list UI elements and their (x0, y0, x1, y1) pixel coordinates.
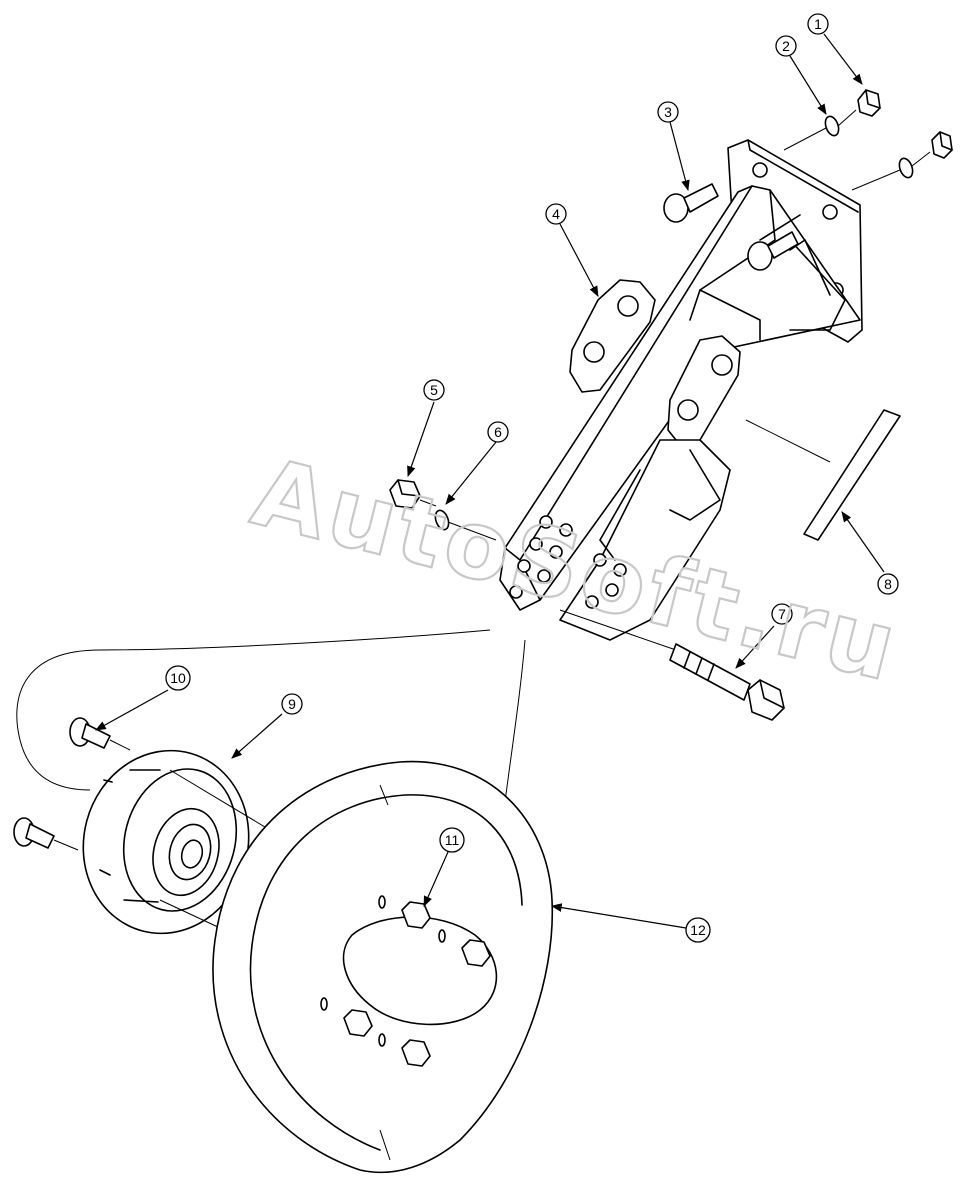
adjustment-holes (509, 515, 627, 609)
callout-12: 12 (685, 917, 711, 943)
callout-6: 6 (487, 421, 509, 443)
callout-7: 7 (771, 603, 793, 625)
callout-label: 11 (445, 832, 460, 848)
callout-label: 10 (170, 670, 186, 686)
lock-washer-part-2 (783, 109, 931, 191)
callout-label: 12 (690, 922, 706, 938)
hex-bolt-part-7 (559, 609, 785, 721)
callout-11: 11 (439, 827, 465, 853)
callout-9: 9 (281, 693, 303, 715)
callout-label: 1 (814, 16, 822, 32)
rod-part-8 (745, 409, 901, 541)
bracket-arm (499, 139, 863, 641)
callout-5: 5 (423, 379, 445, 401)
callout-label: 9 (288, 696, 296, 712)
lock-washer-part-6 (434, 509, 497, 541)
callout-3: 3 (657, 101, 679, 123)
callout-label: 8 (884, 576, 892, 592)
callout-4: 4 (545, 203, 567, 225)
carriage-bolt-part-3 (663, 183, 799, 271)
callout-8: 8 (877, 573, 899, 595)
nut-part-1 (857, 89, 953, 159)
ear-hole (583, 341, 605, 363)
hub-part-9 (82, 749, 250, 935)
callout-label: 2 (782, 38, 790, 54)
callout-label: 3 (664, 104, 672, 120)
callout-label: 4 (552, 206, 560, 222)
disc-blade-part-12 (212, 760, 554, 1174)
callout-label: 5 (430, 382, 438, 398)
plate-hole (822, 204, 838, 220)
callout-2: 2 (775, 35, 797, 57)
nut-part-5 (389, 479, 437, 509)
ear-hole (617, 295, 639, 317)
leader-lines (95, 33, 885, 929)
ear-hole (677, 399, 699, 421)
carriage-bolt-part-10 (13, 717, 131, 851)
ear-hole (711, 354, 733, 376)
nut-part-11 (320, 895, 491, 1067)
callout-10: 10 (165, 665, 191, 691)
plate-hole (752, 162, 768, 178)
callout-label: 6 (494, 424, 502, 440)
callout-label: 7 (778, 606, 786, 622)
callout-1: 1 (807, 13, 829, 35)
